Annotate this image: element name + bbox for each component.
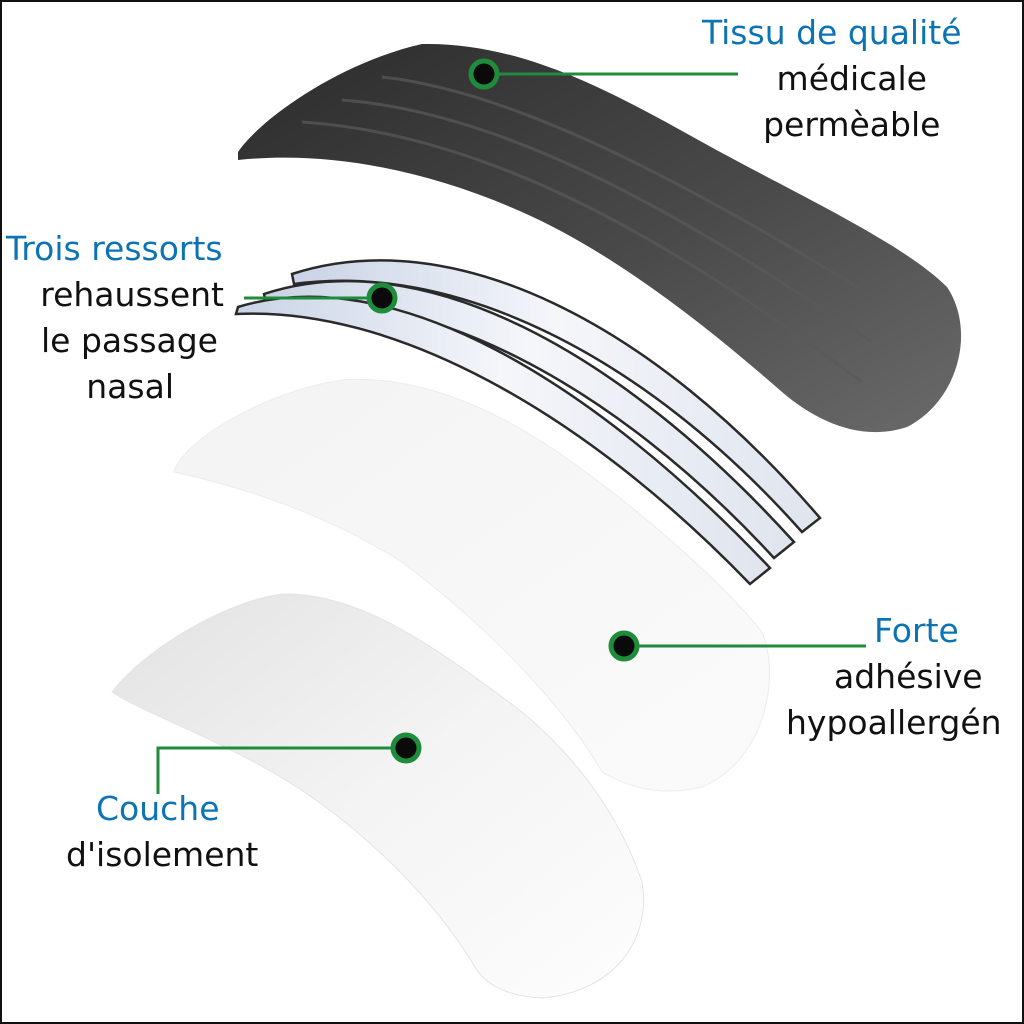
springs-label: Trois ressorts rehaussent le passage nas… [6,226,246,410]
springs-label-line-2: le passage [41,321,218,360]
isolation-label-line-1: d'isolement [66,835,259,874]
marker-dots [366,58,640,764]
leader-lines [156,72,866,794]
adhesive-pad-shape [173,378,770,792]
isolation-label: Couche d'isolement [66,786,258,878]
adhesive-label-line-1: adhésive [834,657,983,696]
adhesive-label-line-2: hypoallergén [786,703,1002,742]
springs-label-line-3: nasal [86,367,174,406]
fabric-label: Tissu de qualité médicale permèable [702,10,962,148]
adhesive-label: Forte adhésive hypoallergén [786,608,1002,746]
isolation-liner-shape [111,593,644,999]
springs-shape [234,259,822,586]
fabric-label-title: Tissu de qualité [702,13,962,52]
fabric-label-line-1: médicale [776,59,927,98]
fabric-label-line-2: permèable [763,105,941,144]
isolation-label-title: Couche [96,789,220,828]
fabric-ridges [301,75,883,384]
springs-label-title: Trois ressorts [6,229,223,268]
springs-label-line-1: rehaussent [40,275,224,314]
adhesive-label-title: Forte [874,611,959,650]
